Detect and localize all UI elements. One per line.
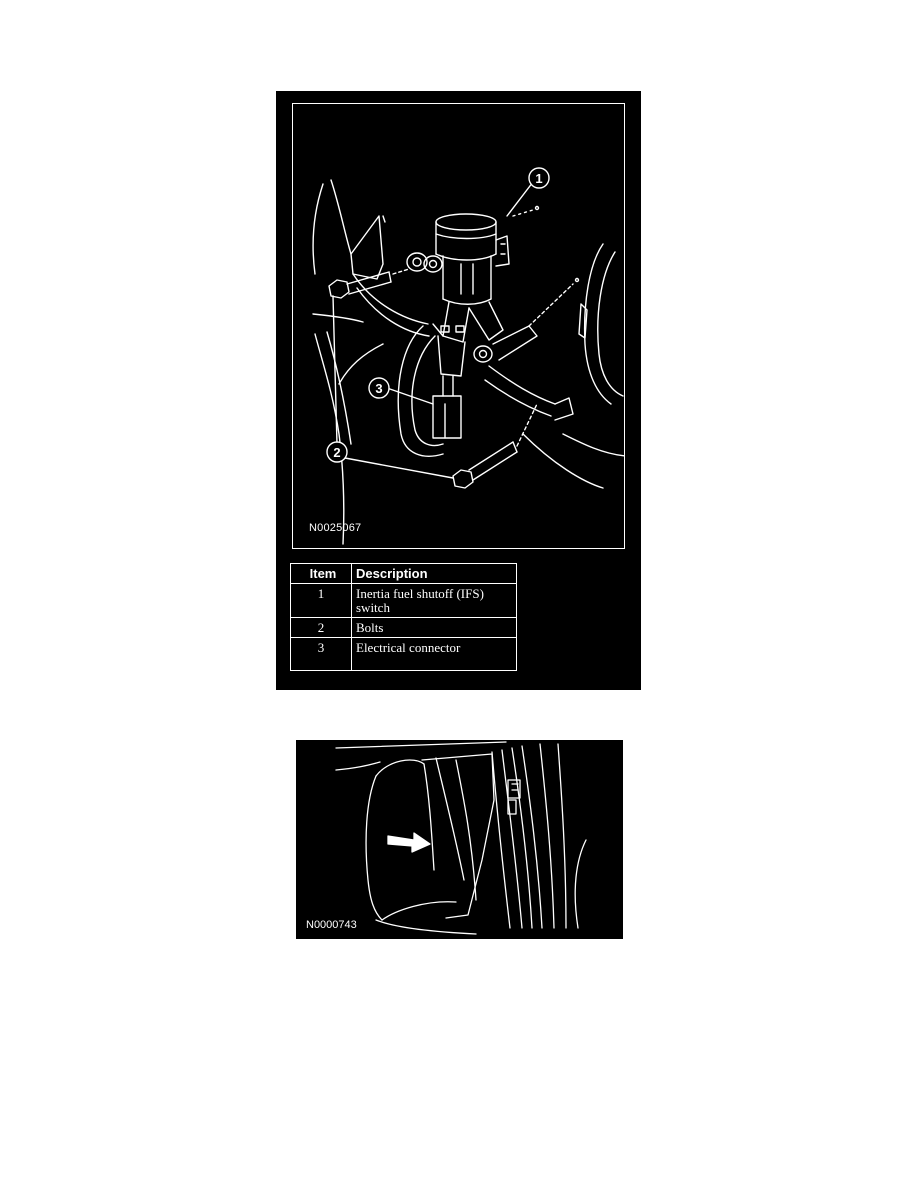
legend-header-row: Item Description (290, 563, 517, 584)
ifs-location-figure: N0000743 (296, 740, 623, 939)
ifs-switch-line-drawing: 1 3 2 (312, 167, 624, 545)
item-description: Electrical connector (351, 637, 517, 671)
ifs-location-line-drawing (335, 741, 587, 935)
header-item: Item (290, 563, 352, 584)
item-number: 1 (290, 583, 352, 618)
item-description: Inertia fuel shutoff (IFS) switch (351, 583, 517, 618)
legend-table: Item Description 1 Inertia fuel shutoff … (290, 563, 517, 671)
ifs-switch-diagram: 1 3 2 N0025067 (292, 103, 625, 549)
ifs-switch-figure: 1 3 2 N0025067 Item Description 1 Inerti… (276, 91, 641, 690)
table-row: 2 Bolts (290, 617, 517, 638)
table-row: 3 Electrical connector (290, 637, 517, 671)
callout-3: 3 (375, 381, 382, 396)
item-description: Bolts (351, 617, 517, 638)
table-row: 1 Inertia fuel shutoff (IFS) switch (290, 583, 517, 618)
location-arrow-icon (387, 832, 431, 853)
photo-figure-id: N0000743 (306, 919, 357, 931)
callout-1: 1 (535, 171, 542, 186)
item-number: 3 (290, 637, 352, 671)
header-description: Description (351, 563, 517, 584)
callout-2: 2 (333, 445, 340, 460)
figure-id: N0025067 (309, 522, 362, 534)
item-number: 2 (290, 617, 352, 638)
